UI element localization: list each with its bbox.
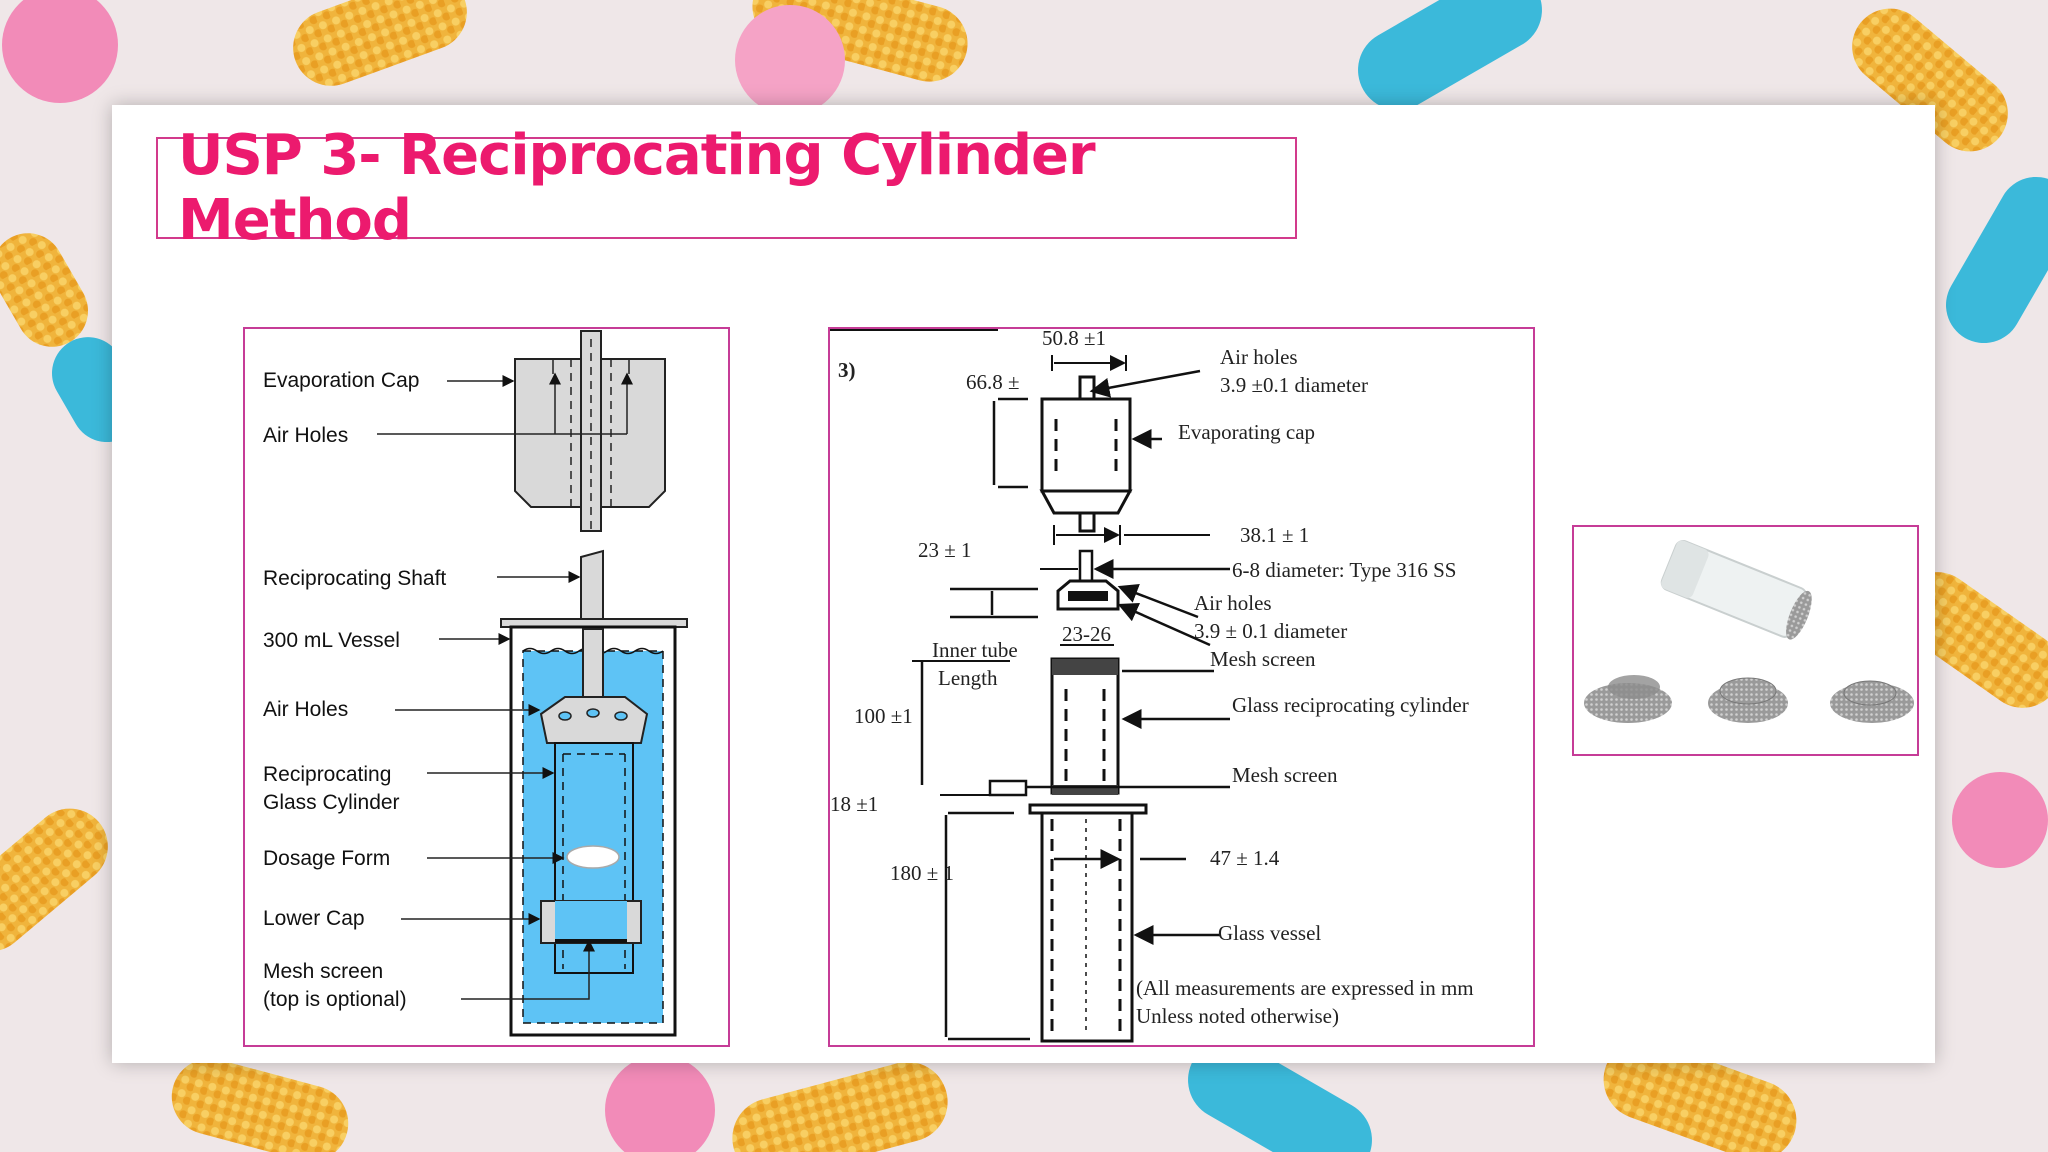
label-air-holes-1-dia: 3.9 ±0.1 diameter	[1220, 373, 1368, 397]
label-glass-cylinder: Glass reciprocating cylinder	[1232, 693, 1469, 717]
pink-pill	[1952, 772, 2048, 868]
label-lower-cap: Lower Cap	[263, 907, 365, 930]
capsule	[293, 0, 467, 86]
label-evaporating-cap: Evaporating cap	[1178, 420, 1315, 444]
apparatus-schematic: Evaporation Cap Air Holes Reciprocating …	[243, 327, 730, 1047]
dim-cap-height: 66.8 ±	[966, 370, 1020, 394]
dimensions-schematic: 3) 50.8 ±1 66.8 ± 38.1 ±	[828, 327, 1535, 1047]
capsule	[732, 1061, 948, 1152]
label-glass-vessel: Glass vessel	[1218, 921, 1321, 945]
label-vessel: 300 mL Vessel	[263, 629, 400, 652]
dim-gap: 23 ± 1	[918, 538, 972, 562]
figure-number: 3)	[838, 358, 856, 382]
dosage-form-tablet	[566, 845, 620, 869]
slide-title: USP 3- Reciprocating Cylinder Method	[178, 123, 1096, 253]
dim-inner-dia: 23-26	[1062, 622, 1111, 646]
label-dosage-form: Dosage Form	[263, 847, 390, 870]
label-cylinder-2: Glass Cylinder	[263, 791, 400, 814]
capsule	[1899, 572, 2048, 708]
slide: USP 3- Reciprocating Cylinder Method	[112, 105, 1935, 1063]
label-air-holes-2-dia: 3.9 ± 0.1 diameter	[1194, 619, 1347, 643]
capsule	[1358, 0, 1542, 110]
pink-pill	[605, 1055, 715, 1152]
cap-stem	[1078, 375, 1096, 401]
cylinder-photo	[1660, 540, 1812, 640]
steel-rod	[1078, 549, 1094, 583]
capsule	[0, 808, 108, 952]
label-length: Length	[938, 666, 998, 690]
capsule	[1603, 1039, 1797, 1152]
label-evaporation-cap: Evaporation Cap	[263, 369, 419, 392]
label-mesh-screen-1: Mesh screen	[1210, 647, 1316, 671]
capsule	[1852, 8, 2008, 152]
label-air-holes-top: Air Holes	[263, 424, 348, 447]
dim-screen-gap: 18 ±1	[830, 792, 878, 816]
cylinder-head	[539, 696, 649, 744]
label-air-holes-1: Air holes	[1220, 345, 1298, 369]
glass-vessel	[1040, 811, 1134, 1043]
schematic-drawing: Evaporation Cap Air Holes Reciprocating …	[263, 330, 688, 1037]
mesh-screen-part	[988, 779, 1028, 797]
photo-drawing	[1584, 540, 1914, 723]
label-air-holes: Air Holes	[263, 698, 348, 721]
apparatus-photo	[1572, 525, 1919, 756]
label-inner-tube: Inner tube	[932, 638, 1018, 662]
capsule	[1188, 1040, 1372, 1152]
label-reciprocating-shaft: Reciprocating Shaft	[263, 567, 446, 590]
label-air-holes-2: Air holes	[1194, 591, 1272, 615]
capsule	[752, 0, 968, 82]
title-frame: USP 3- Reciprocating Cylinder Method	[156, 123, 1297, 253]
note-line-1: (All measurements are expressed in mm	[1136, 976, 1474, 1000]
label-mesh-2: (top is optional)	[263, 988, 407, 1011]
pink-pill	[2, 0, 118, 103]
capsule	[1946, 176, 2048, 344]
glass-cylinder	[1050, 657, 1120, 795]
label-mesh-screen-2: Mesh screen	[1232, 763, 1338, 787]
capsule	[171, 1058, 349, 1152]
dim-vessel-dia: 47 ± 1.4	[1210, 846, 1280, 870]
pink-pill	[735, 5, 845, 115]
dim-vessel-height: 180 ± 1	[890, 861, 954, 885]
dim-cylinder-length: 100 ±1	[854, 704, 913, 728]
dim-top-width: 50.8 ±1	[1042, 329, 1106, 350]
label-steel: 6-8 diameter: Type 316 SS	[1232, 558, 1456, 582]
label-mesh-1: Mesh screen	[263, 960, 383, 983]
note-line-2: Unless noted otherwise)	[1136, 1004, 1339, 1028]
label-cylinder-1: Reciprocating	[263, 763, 391, 786]
dimensions-drawing: 3) 50.8 ±1 66.8 ± 38.1 ±	[830, 329, 1474, 1043]
dim-shaft-width: 38.1 ± 1	[1240, 523, 1309, 547]
